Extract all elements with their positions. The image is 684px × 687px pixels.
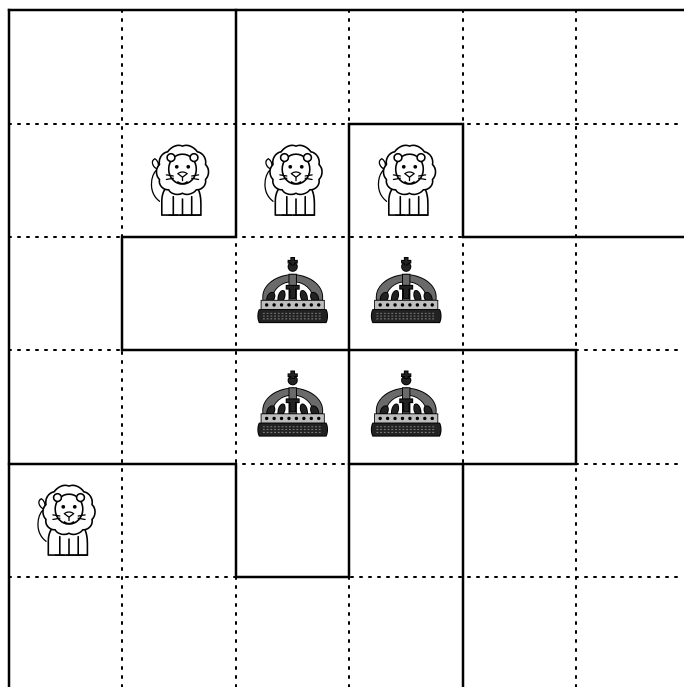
board-cell-r0-c4[interactable] (463, 10, 576, 124)
board-cell-r5-c4[interactable] (463, 577, 576, 687)
board-cell-r0-c5[interactable] (576, 10, 684, 124)
board-cell-r5-c5[interactable] (576, 577, 684, 687)
cell-layer (9, 10, 684, 687)
board-cell-r0-c3[interactable] (349, 10, 463, 124)
board-cell-r5-c3[interactable] (349, 577, 463, 687)
board-cell-r4-c3[interactable] (349, 464, 463, 577)
board-cell-r4-c2[interactable] (236, 464, 349, 577)
board-cell-r3-c1[interactable] (122, 350, 236, 464)
board-cell-r5-c0[interactable] (9, 577, 122, 687)
board-cell-r4-c4[interactable] (463, 464, 576, 577)
board-cell-r2-c0[interactable] (9, 237, 122, 350)
board-cell-r2-c4[interactable] (463, 237, 576, 350)
board-cell-r1-c4[interactable] (463, 124, 576, 237)
board-cell-r5-c1[interactable] (122, 577, 236, 687)
board-cell-r5-c2[interactable] (236, 577, 349, 687)
board-cell-r0-c0[interactable] (9, 10, 122, 124)
board-cell-r3-c0[interactable] (9, 350, 122, 464)
board-cell-r1-c0[interactable] (9, 124, 122, 237)
board-cell-r0-c1[interactable] (122, 10, 236, 124)
board-cell-r4-c5[interactable] (576, 464, 684, 577)
board-cell-r4-c1[interactable] (122, 464, 236, 577)
board-cell-r2-c1[interactable] (122, 237, 236, 350)
board-cell-r2-c5[interactable] (576, 237, 684, 350)
board-cell-r3-c5[interactable] (576, 350, 684, 464)
board-cell-r3-c4[interactable] (463, 350, 576, 464)
board-cell-r0-c2[interactable] (236, 10, 349, 124)
board-cell-r1-c5[interactable] (576, 124, 684, 237)
